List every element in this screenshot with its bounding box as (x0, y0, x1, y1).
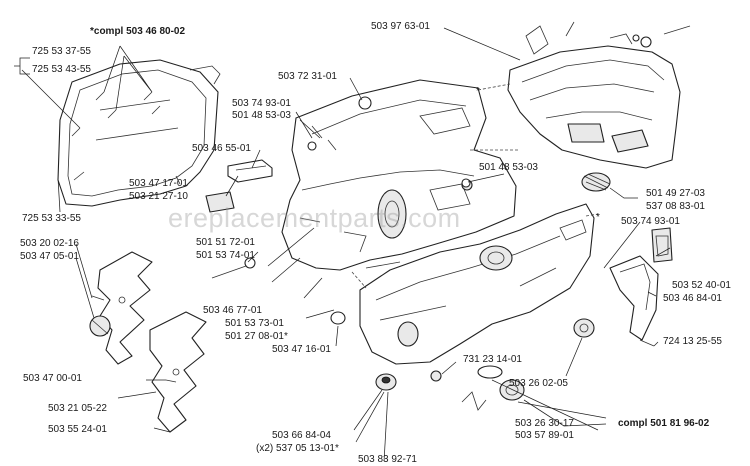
label-503262005: 503 26 02-05 (509, 378, 568, 389)
spacer-sleeve-part (330, 311, 346, 325)
label-503471601: 503 47 16-01 (272, 344, 331, 355)
label-725533755: 725 53 37-55 (32, 46, 91, 57)
label-537051301: (x2) 537 05 13-01* (256, 443, 339, 454)
small-nut-part (461, 178, 471, 188)
label-503210522: 503 21 05-22 (48, 403, 107, 414)
svg-text:*: * (596, 212, 600, 223)
label-503471701: 503 47 17-01 (129, 178, 188, 189)
label-503468401: 503 46 84-01 (663, 293, 722, 304)
bumper-spike-lower-part (149, 311, 207, 433)
svg-text:*: * (476, 86, 480, 97)
spike-screws (91, 295, 177, 383)
label-501537401: 501 53 74-01 (196, 250, 255, 261)
label-503263017: 503 26 30-17 (515, 418, 574, 429)
label-501492703: 501 49 27-03 (646, 188, 705, 199)
dashed-reference-lines (351, 83, 599, 289)
bolt-part (211, 257, 256, 279)
label-731231401: 731 23 14-01 (463, 354, 522, 365)
label-503470001: 503 47 00-01 (23, 373, 82, 384)
label-503465501: 503 46 55-01 (192, 143, 251, 154)
label-compl-503468002: *compl 503 46 80-02 (90, 26, 186, 37)
label-503552401: 503 55 24-01 (48, 424, 107, 435)
label-501485303-a: 501 48 53-03 (232, 110, 291, 121)
label-503668404: 503 66 84-04 (272, 430, 331, 441)
seal-ring-part (430, 370, 442, 382)
label-725534355: 725 53 43-55 (32, 64, 91, 75)
watermark: ereplacementparts.com (168, 203, 461, 233)
label-compl-501819602: compl 501 81 96-02 (618, 418, 710, 429)
chain-catcher-plate-part (651, 227, 673, 263)
label-725533355: 725 53 33-55 (22, 213, 81, 224)
label-503524001: 503 52 40-01 (672, 280, 731, 291)
leader-lines (14, 27, 671, 461)
felt-filter-part (205, 191, 235, 213)
label-503839271: 503 83 92-71 (358, 454, 417, 465)
label-503467701: 503 46 77-01 (203, 305, 262, 316)
label-503976301: 503 97 63-01 (371, 21, 430, 32)
bumper-spike-upper-part (97, 251, 153, 365)
label-503202016: 503 20 02-16 (20, 238, 79, 249)
label-503749301-b: 503 74 93-01 (621, 216, 680, 227)
anti-vibration-spring-part (581, 172, 611, 192)
label-503578901: 503 57 89-01 (515, 430, 574, 441)
label-501485303-b: 501 48 53-03 (479, 162, 538, 173)
oil-pump-drive-part (375, 373, 397, 391)
fuel-tank-housing-part (507, 21, 691, 169)
label-501270801: 501 27 08-01* (225, 331, 288, 342)
crankcase-left-half-part (281, 79, 517, 271)
crankcase-right-half-part (359, 203, 595, 365)
screw-724132555 (639, 339, 655, 347)
label-537088301: 537 08 83-01 (646, 201, 705, 212)
rubber-buffer-part (89, 315, 111, 337)
label-503212710: 503 21 27-10 (129, 191, 188, 202)
label-503470501: 503 47 05-01 (20, 251, 79, 262)
clutch-cover-part (57, 59, 221, 207)
label-724132555: 724 13 25-55 (663, 336, 722, 347)
label-503723101: 503 72 31-01 (278, 71, 337, 82)
asterisk-marks: * * (476, 86, 600, 223)
cover-screws (71, 91, 161, 181)
oil-filter-hose-part (461, 365, 525, 411)
label-501517201: 501 51 72-01 (196, 237, 255, 248)
bearing-part (573, 318, 595, 338)
chain-guide-plate-part (227, 159, 273, 183)
label-501537301: 501 53 73-01 (225, 318, 284, 329)
chain-guard-part (609, 255, 659, 341)
label-503749301-a: 503 74 93-01 (232, 98, 291, 109)
